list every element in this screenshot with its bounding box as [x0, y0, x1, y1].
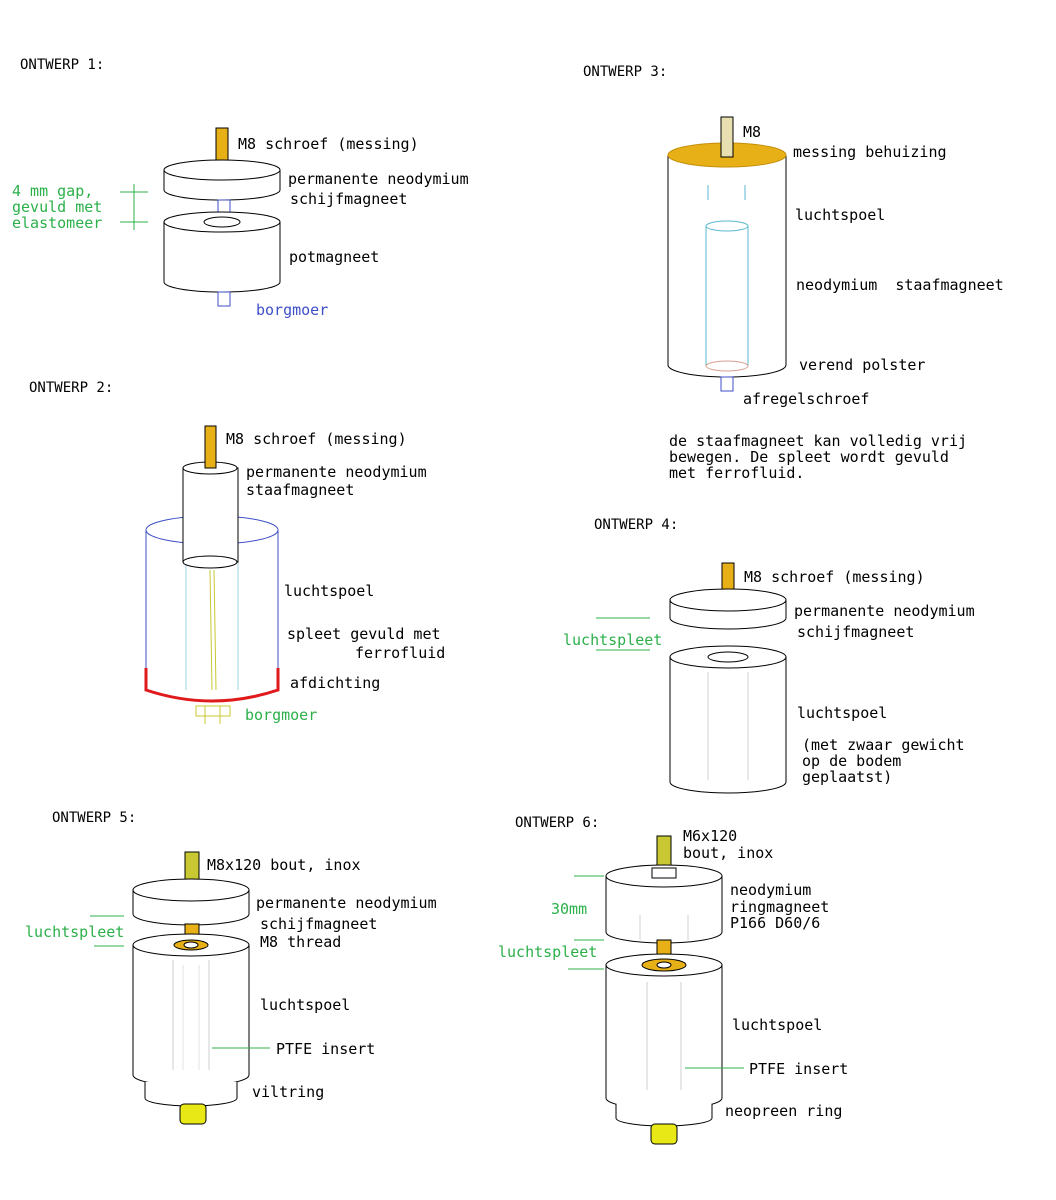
ontwerp2-nut-label: borgmoer	[245, 706, 318, 724]
ontwerp1-magnet-label-2: schijfmagneet	[290, 190, 408, 208]
ontwerp6-bolt-label-2: bout, inox	[683, 844, 774, 862]
ontwerp1-title: ONTWERP 1:	[20, 57, 105, 73]
ontwerp4-note-1: (met zwaar gewicht	[802, 736, 965, 754]
ontwerp5-felt-ring	[144, 1082, 238, 1107]
ontwerp5-drawing	[90, 851, 270, 1125]
ontwerp6-insert-label: PTFE insert	[749, 1060, 849, 1078]
ontwerp3-rod-magnet	[705, 226, 749, 366]
ontwerp2-seal-label: afdichting	[290, 674, 381, 692]
ontwerp5-ptfe-insert	[172, 960, 210, 1070]
ontwerp6-coil	[605, 965, 723, 1110]
ontwerp6-magnet-label-2: ringmagneet	[730, 898, 830, 916]
ontwerp6-magnet-label-3: P166 D60/6	[730, 914, 821, 932]
ontwerp3-drawing	[667, 116, 787, 392]
ontwerp1-gap-dimension	[120, 184, 148, 230]
ontwerp3-housing	[667, 155, 787, 378]
ontwerp4-drawing	[596, 562, 787, 794]
ontwerp1-gap-label-3: elastomeer	[12, 214, 103, 232]
ontwerp2-brass-screw	[204, 425, 217, 469]
ontwerp3-cushion-label: verend polster	[799, 356, 926, 374]
ontwerp1-pot-label: potmagneet	[289, 248, 380, 266]
ontwerp2-gap-label-2: ferrofluid	[355, 644, 446, 662]
ontwerp4-gap-label: luchtspleet	[563, 631, 663, 649]
ontwerp5-gap-label: luchtspleet	[25, 923, 125, 941]
ontwerp4-magnet-label-2: schijfmagneet	[797, 623, 915, 641]
ontwerp5-bolt-label: M8x120 bout, inox	[207, 856, 361, 874]
ontwerp5-magnet-label-1: permanente neodymium	[256, 894, 437, 912]
ontwerp6-ring-label: neopreen ring	[725, 1102, 843, 1120]
ontwerp2-nut	[195, 705, 231, 717]
ontwerp4-note-3: geplaatst)	[802, 768, 893, 786]
ontwerp4-screw-label: M8 schroef (messing)	[744, 568, 925, 586]
ontwerp6-ptfe-insert	[646, 982, 682, 1090]
ontwerp6-coil-label: luchtspoel	[732, 1016, 823, 1034]
ontwerp5-title: ONTWERP 5:	[52, 810, 137, 826]
ontwerp1-drawing	[120, 127, 281, 307]
ontwerp2-title: ONTWERP 2:	[29, 380, 114, 396]
ontwerp3-title: ONTWERP 3:	[583, 64, 668, 80]
ontwerp3-adjust-label: afregelschroef	[743, 390, 870, 408]
ontwerp5-coil-label: luchtspoel	[260, 996, 351, 1014]
ontwerp3-screw-label: M8	[743, 123, 762, 141]
ontwerp1-gap-label-1: 4 mm gap,	[12, 182, 94, 200]
ontwerp6-magnet-label-1: neodymium	[730, 881, 812, 899]
ontwerp5-magnet-label-2: schijfmagneet	[260, 915, 378, 933]
ontwerp2-magnet-label-1: permanente neodymium	[246, 463, 427, 481]
ontwerp1-screw-label: M8 schroef (messing)	[238, 135, 419, 153]
ontwerp1-gap-label-2: gevuld met	[12, 198, 103, 216]
ontwerp3-note-3: met ferrofluid.	[669, 464, 805, 482]
ontwerp4-magnet-label-1: permanente neodymium	[794, 602, 975, 620]
ontwerp1-nut-label: borgmoer	[256, 301, 329, 319]
ontwerp3-coil-label: luchtspoel	[795, 206, 886, 224]
ontwerp1-magnet-label-1: permanente neodymium	[288, 170, 469, 188]
ontwerp3-magnet-label: neodymium staafmagneet	[796, 276, 1004, 294]
ontwerp4-coil	[669, 657, 787, 794]
ontwerp2-rod-magnet	[182, 467, 239, 563]
ontwerp4-coil-label: luchtspoel	[797, 704, 888, 722]
ontwerp4-note-2: op de bodem	[802, 752, 902, 770]
ontwerp2-screw-label: M8 schroef (messing)	[226, 430, 407, 448]
ontwerp2-magnet-label-2: staafmagneet	[246, 481, 355, 499]
ontwerp3-note-2: bewegen. De spleet wordt gevuld	[669, 448, 949, 466]
ontwerp5-ring-label: viltring	[252, 1083, 325, 1101]
ontwerp5-magnet-label-3: M8 thread	[260, 933, 342, 951]
ontwerp5-coil	[132, 945, 250, 1087]
ontwerp2-seal	[144, 668, 280, 703]
ontwerp3-housing-label: messing behuizing	[793, 143, 947, 161]
ontwerp1-nut	[217, 291, 231, 307]
ontwerp6-neoprene-ring	[615, 1104, 713, 1127]
ontwerp2-gap-label-1: spleet gevuld met	[287, 625, 441, 643]
ontwerp6-title: ONTWERP 6:	[515, 815, 600, 831]
ontwerp3-screw	[720, 116, 734, 158]
ontwerp6-bolt-label-1: M6x120	[683, 827, 738, 845]
ontwerp3-note-1: de staafmagneet kan volledig vrij	[669, 432, 968, 450]
ontwerp4-title: ONTWERP 4:	[594, 517, 679, 533]
ontwerp2-drawing	[144, 425, 280, 724]
ontwerp2-coil-label: luchtspoel	[284, 582, 375, 600]
ontwerp6-drawing	[568, 835, 744, 1145]
ontwerp6-gap-label: luchtspleet	[498, 943, 598, 961]
ontwerp6-dim-label: 30mm	[551, 900, 588, 918]
ontwerp5-insert-label: PTFE insert	[276, 1040, 376, 1058]
